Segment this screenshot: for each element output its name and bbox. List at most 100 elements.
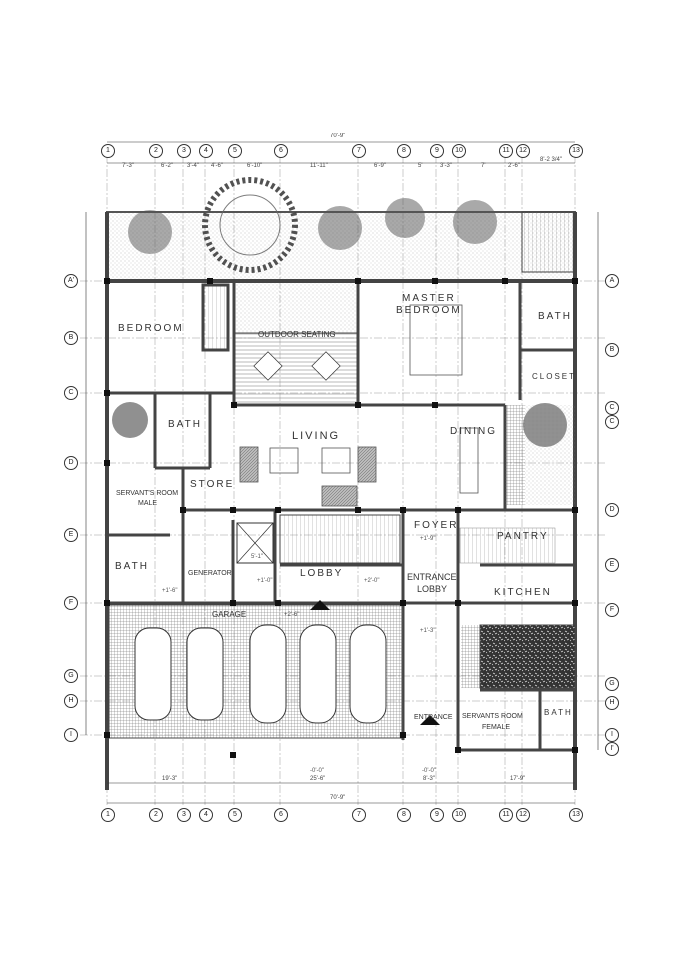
grid-bubble: 8	[397, 808, 411, 822]
room-label-servants-room-female: SERVANTS ROOM	[462, 713, 523, 720]
grid-bubble: 11	[499, 808, 513, 822]
room-label-living: LIVING	[292, 430, 341, 442]
level-tag-bath: +1'-6"	[162, 588, 178, 594]
grid-bubble: H	[605, 696, 619, 710]
room-label-bedroom: BEDROOM	[118, 323, 184, 334]
grid-bubble: F	[605, 603, 619, 617]
room-label-kitchen: KITCHEN	[494, 587, 552, 598]
grid-bubble: 13	[569, 144, 583, 158]
level-tag-lobby-right: +2'-0"	[364, 578, 380, 584]
room-label-store: STORE	[190, 479, 235, 490]
grid-bubble: 2	[149, 144, 163, 158]
dimension: 2'-6"	[508, 163, 520, 169]
grid-bubble: 6	[274, 808, 288, 822]
dimension: 17'-9"	[510, 776, 526, 782]
grid-bubble: C	[605, 415, 619, 429]
grid-bubble: B	[64, 331, 78, 345]
car-icons	[134, 624, 387, 724]
room-label-closet: CLOSET	[532, 372, 577, 381]
grid-bubble: 13	[569, 808, 583, 822]
grid-bubble: 4	[199, 808, 213, 822]
grid-bubble: I	[64, 728, 78, 742]
room-label-pantry: PANTRY	[497, 531, 549, 542]
grid-bubble: F	[64, 596, 78, 610]
grid-bubble: 9	[430, 808, 444, 822]
room-label-master-bedroom: MASTER	[402, 293, 456, 304]
room-label-servants-room-female-2: FEMALE	[482, 724, 511, 731]
grid-bubble: 3	[177, 144, 191, 158]
grid-bubble: G	[64, 669, 78, 683]
room-label-foyer: FOYER	[414, 520, 459, 531]
dimension: 11'-11"	[310, 163, 328, 169]
dimension: 8'-2 3/4"	[540, 157, 562, 163]
columns	[104, 278, 578, 758]
grid-bubble: 12	[516, 808, 530, 822]
grid-bubble: 10	[452, 808, 466, 822]
level-tag-foyer: +1'-9"	[420, 536, 436, 542]
overall-width-bottom: 70'-9"	[330, 795, 346, 801]
grid-bubble: C	[605, 401, 619, 415]
lift-size: 5'-1"	[251, 554, 263, 560]
dimension: 5'	[418, 163, 423, 169]
grid-bubble: G	[605, 677, 619, 691]
room-label-bath-female: BATH	[544, 708, 573, 717]
grid-bubble: 7	[352, 808, 366, 822]
grid-bubble: 7	[352, 144, 366, 158]
dimension: 6'-9"	[374, 163, 386, 169]
grid-bubble: 5	[228, 144, 242, 158]
dimension: 25'-6"	[310, 776, 326, 782]
room-label-servants-room-male-2: MALE	[138, 500, 158, 507]
room-label-entrance-lobby-2: LOBBY	[417, 584, 448, 594]
grid-bubble: 9	[430, 144, 444, 158]
grid-bubble: 5	[228, 808, 242, 822]
grid-bubble: 12	[516, 144, 530, 158]
level-tag-road-1: -0'-0"	[310, 768, 324, 774]
level-tag-garage: +2'-6"	[284, 612, 300, 618]
grid-bubble: A	[605, 274, 619, 288]
dimension: 7'-3"	[122, 163, 134, 169]
room-label-servants-room-male: SERVANT'S ROOM	[116, 490, 179, 497]
room-label-generator: GENERATOR	[188, 570, 232, 577]
grid-bubble: 1	[101, 808, 115, 822]
level-tag-entrance: +1'-3"	[420, 628, 436, 634]
room-label-master-bedroom-2: BEDROOM	[396, 305, 462, 316]
room-label-lobby: LOBBY	[300, 568, 344, 579]
room-label-bath-master: BATH	[538, 311, 572, 322]
grid-bubble: H	[64, 694, 78, 708]
dimension: 8'-3"	[423, 776, 435, 782]
level-tag-road-2: -0'-0"	[422, 768, 436, 774]
grid-bubble: 8	[397, 144, 411, 158]
grid-bubble: 6	[274, 144, 288, 158]
dimension: 3'-4"	[187, 163, 199, 169]
grid-bubble: 3	[177, 808, 191, 822]
overall-width-top: 70'-9"	[330, 133, 346, 139]
grid-bubble: C	[64, 386, 78, 400]
room-label-bath-left: BATH	[168, 419, 202, 430]
grid-bubble: I'	[605, 742, 619, 756]
grid-bubble: D	[605, 503, 619, 517]
room-label-garage: GARAGE	[212, 610, 247, 619]
level-tag-lobby: +1'-0"	[257, 578, 273, 584]
grid-bubble: 4	[199, 144, 213, 158]
room-label-bath-servant: BATH	[115, 561, 149, 572]
dimension: 4'-6"	[211, 163, 223, 169]
room-label-outdoor-seating: OUTDOOR SEATING	[258, 330, 336, 339]
dimension: 19'-3"	[162, 776, 178, 782]
dimension: 7'	[481, 163, 486, 169]
grid-bubble: 2	[149, 808, 163, 822]
grid-bubble: I	[605, 728, 619, 742]
grid-bubble: 1	[101, 144, 115, 158]
grid-bubble: 11	[499, 144, 513, 158]
grid-bubble: E	[605, 558, 619, 572]
grid-bubble: B	[605, 343, 619, 357]
room-label-entrance-lobby: ENTRANCE	[407, 572, 457, 582]
grid-bubble: D	[64, 456, 78, 470]
room-label-entrance: ENTRANCE	[414, 714, 453, 721]
dimension: 6'-2"	[161, 163, 173, 169]
dimension: 3'-3"	[440, 163, 452, 169]
dimension: 6'-10"	[247, 163, 263, 169]
room-label-dining: DINING	[450, 426, 497, 437]
grid-bubble: E	[64, 528, 78, 542]
grid-bubble: 10	[452, 144, 466, 158]
